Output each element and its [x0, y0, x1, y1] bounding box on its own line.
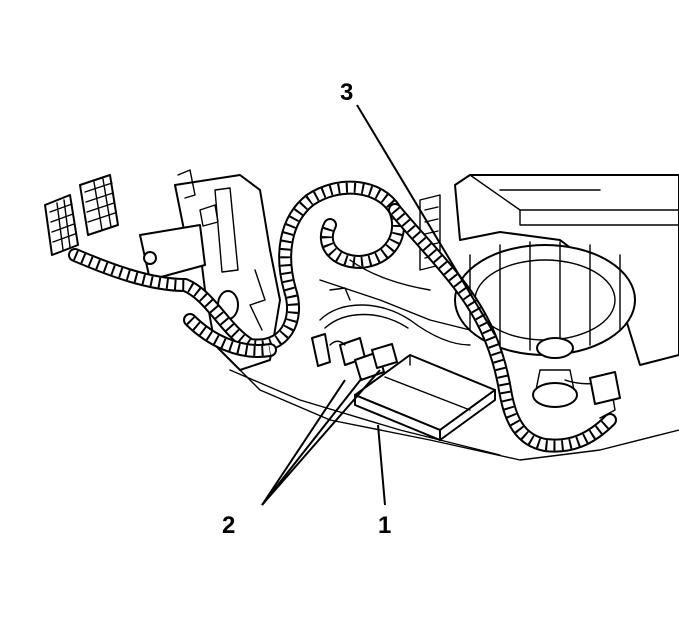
- leader-line-2b: [261, 377, 363, 506]
- callout-2: 2: [222, 512, 235, 539]
- leader-lines: [261, 104, 496, 506]
- electronic-module: [354, 354, 496, 441]
- leader-line-3: [356, 104, 496, 336]
- leader-line-2a: [261, 379, 346, 506]
- floor-pan: [199, 279, 679, 461]
- dash-bracket: [139, 169, 281, 371]
- wiring-harness: [68, 180, 621, 453]
- left-connectors: [44, 174, 119, 256]
- callout-1: 1: [378, 512, 391, 539]
- callout-3: 3: [340, 79, 353, 106]
- leader-line-2c: [261, 369, 381, 506]
- leader-line-1: [377, 424, 386, 506]
